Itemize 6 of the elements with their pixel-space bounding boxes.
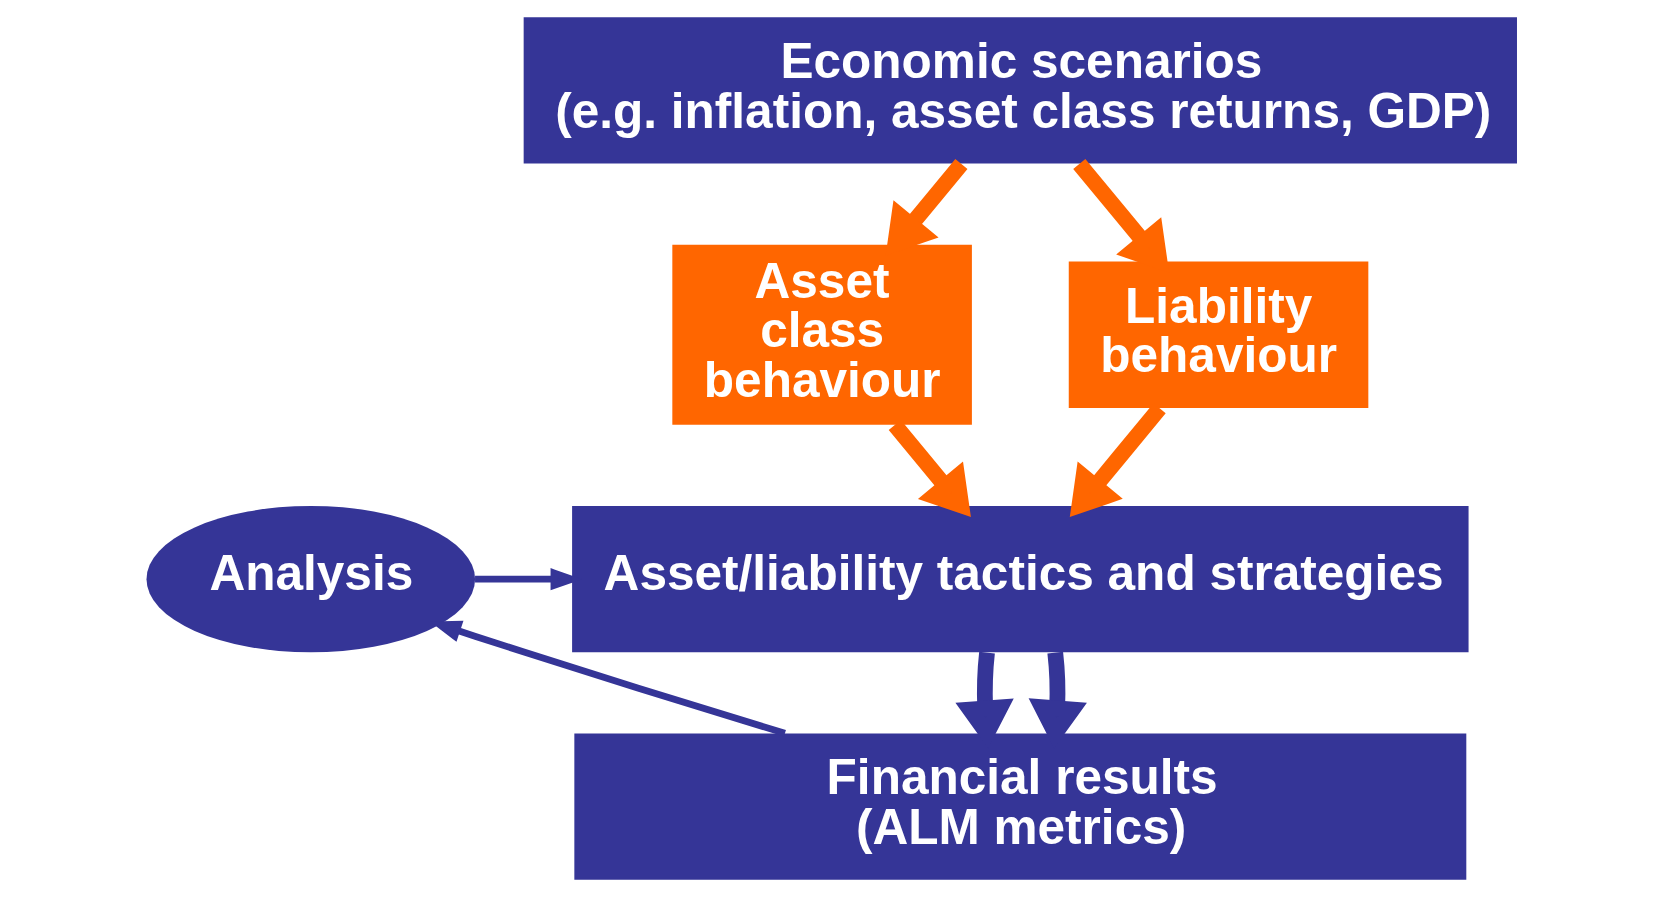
node-box: Economic scenarios (e.g. inflation, asset class returns, GDP) bbox=[523, 17, 1517, 164]
node-box: Liability behaviour bbox=[1068, 261, 1368, 408]
node-ellipse: Analysis bbox=[146, 505, 475, 653]
node-box: Asset class behaviour bbox=[671, 244, 972, 425]
node-box: Financial results (ALM metrics) bbox=[573, 733, 1466, 880]
node-box: Asset/liability tactics and strategies bbox=[571, 505, 1469, 653]
